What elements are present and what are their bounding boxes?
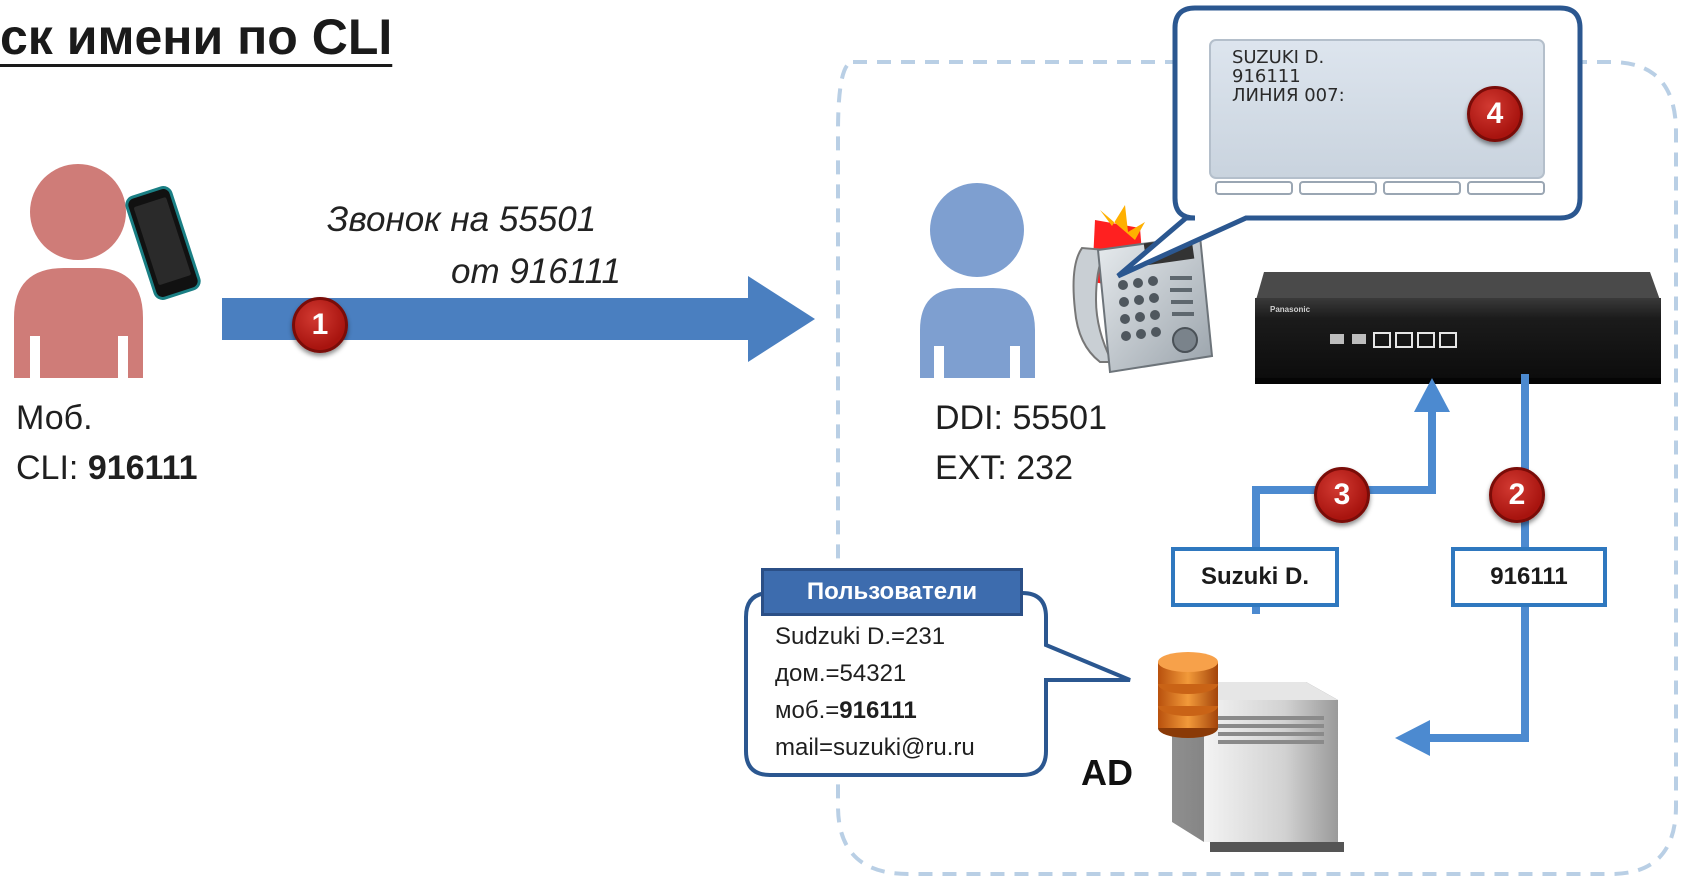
display-caller-name: SUZUKI D. [1232, 47, 1325, 68]
display-line-info: ЛИНИЯ 007: [1232, 85, 1345, 106]
page-title: ск имени по CLI [0, 9, 393, 65]
caller-label: Моб. CLI: 916111 [16, 393, 198, 493]
callee-ddi: DDI: 55501 [935, 399, 1107, 437]
callee-person-icon [920, 183, 1035, 378]
step-badge-2: 2 [1489, 467, 1545, 523]
number-query-box: 916111 [1451, 547, 1607, 607]
caller-person-icon [14, 164, 143, 378]
phone-display-text: SUZUKI D. 916111 ЛИНИЯ 007: [1232, 48, 1345, 105]
arrowhead-to-pbx [1414, 378, 1450, 412]
ad-server-label: AD [1081, 752, 1133, 793]
users-callout [744, 591, 1131, 777]
ad-server-icon [1158, 652, 1344, 852]
phone-display-callout [1116, 5, 1583, 279]
arrowhead-to-ad [1395, 720, 1430, 756]
callee-label: DDI: 55501 EXT: 232 [935, 393, 1107, 493]
display-caller-number: 916111 [1232, 66, 1301, 87]
user-mobile-entry: моб.=916111 [775, 697, 917, 724]
callee-ext: EXT: 232 [935, 449, 1073, 487]
site-boundary [836, 60, 1678, 876]
step-badge-4: 4 [1467, 86, 1523, 142]
step-badge-1: 1 [292, 297, 348, 353]
svg-text:Panasonic: Panasonic [1270, 305, 1311, 314]
user-home-entry: дом.=54321 [775, 660, 907, 687]
mobile-phone-icon [125, 186, 201, 300]
users-panel-header: Пользователи [761, 568, 1023, 616]
call-description-line2: от 916111 [451, 252, 621, 291]
users-panel-body: Sudzuki D.=231 дом.=54321 моб.=916111 ma… [775, 618, 975, 766]
caller-cli-number: 916111 [87, 449, 198, 487]
user-mail-entry: mail=suzuki@ru.ru [775, 734, 975, 761]
caller-cli: CLI: 916111 [16, 449, 198, 487]
user-name-entry: Sudzuki D.=231 [775, 623, 946, 650]
user-mobile-number: 916111 [839, 697, 917, 724]
step-badge-3: 3 [1314, 467, 1370, 523]
caller-type: Моб. [16, 399, 93, 437]
name-lookup-box: Suzuki D. [1171, 547, 1339, 607]
pbx-unit-icon: Panasonic [1255, 272, 1661, 384]
call-description-line1: Звонок на 55501 [327, 200, 597, 239]
